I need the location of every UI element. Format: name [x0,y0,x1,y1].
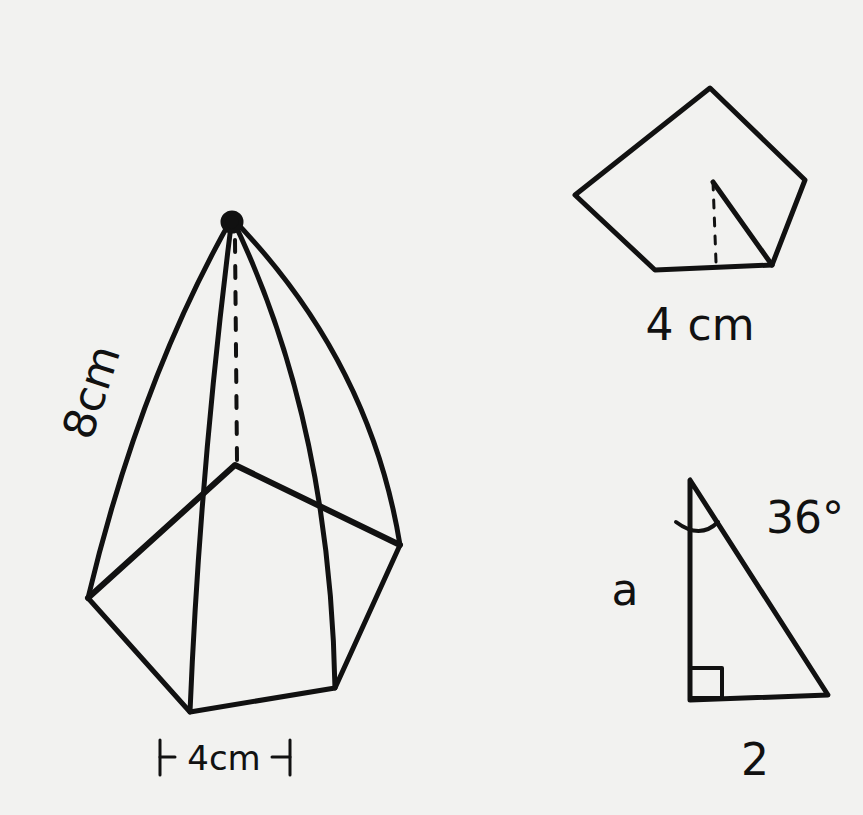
apothem-edge [713,182,772,265]
base-edges [88,545,400,712]
apothem [713,182,716,262]
dimension-tick [289,740,292,775]
base-edge-label: 4cm [187,741,260,775]
lateral-edge [232,218,400,545]
base-back-edges [88,465,400,598]
slant-edge-label: 8cm [56,340,127,444]
dimension-line [272,756,290,759]
lateral-edge [190,218,232,712]
height-line [235,240,237,460]
height-label: a [612,568,639,612]
pentagon-base [575,88,805,270]
right-angle-mark [690,668,722,698]
half-side-label: 2 [741,738,769,782]
pentagon-side-label: 4 cm [645,303,754,347]
angle-arc [676,522,718,531]
angle-label: 36° [766,496,844,540]
dimension-line [160,756,175,759]
apex [223,213,241,231]
lateral-edge [232,218,335,688]
